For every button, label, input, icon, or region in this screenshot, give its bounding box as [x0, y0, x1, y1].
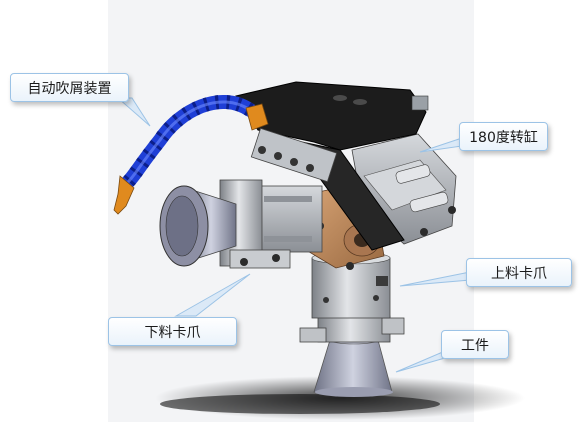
label-workpiece: 工件 [461, 337, 489, 354]
label-auto-blow: 自动吹屑装置 [27, 80, 112, 97]
label-rotary-cylinder: 180度转缸 [469, 129, 538, 146]
callout-workpiece: 工件 [441, 330, 509, 359]
callout-rotary-cylinder: 180度转缸 [459, 122, 548, 151]
upper-fittings [250, 127, 338, 183]
lower-gripper-cone [159, 185, 237, 267]
label-lower-gripper: 下料卡爪 [144, 324, 201, 341]
callout-pointers [116, 97, 471, 373]
blow-nozzle [113, 175, 135, 215]
callout-upper-gripper: 上料卡爪 [466, 258, 572, 287]
auto-blow-hose [113, 94, 269, 215]
callout-auto-blow: 自动吹屑装置 [10, 73, 129, 102]
callout-lower-gripper: 下料卡爪 [108, 317, 237, 346]
label-upper-gripper: 上料卡爪 [491, 265, 547, 282]
